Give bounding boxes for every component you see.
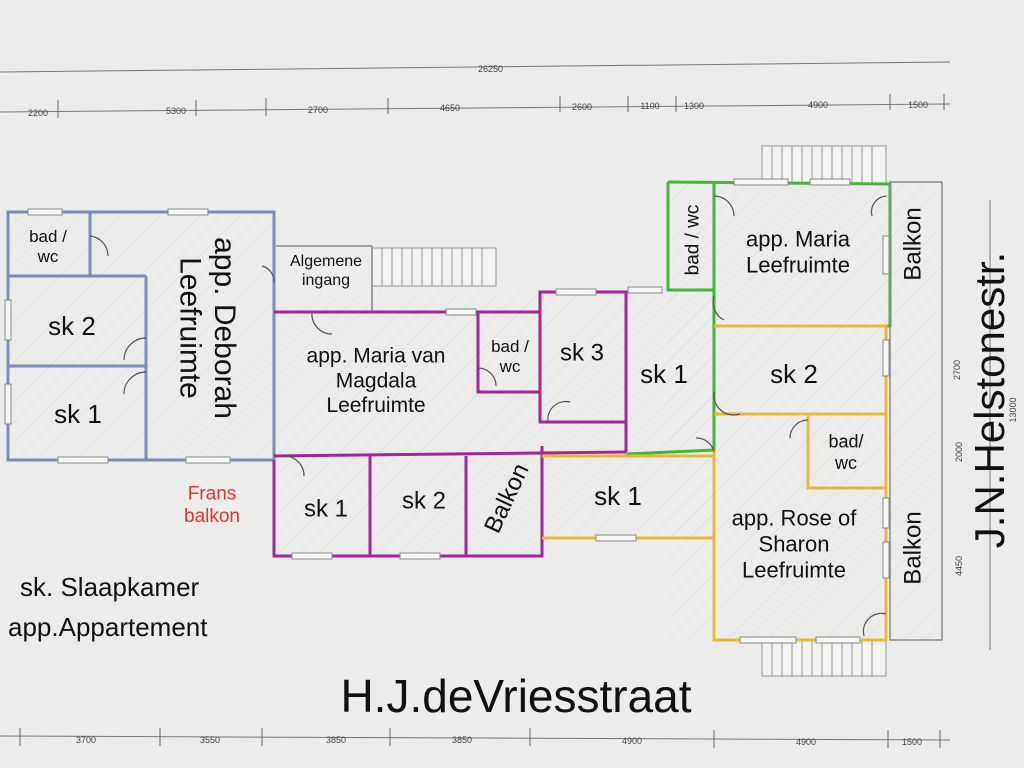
magdala-bedroom-2-label: sk 2 (402, 487, 446, 514)
right-dimension-labels: 2700 13000 2000 4450 (952, 360, 1018, 576)
top-ticks (57, 94, 945, 118)
maria-balcony-label: Balkon (899, 207, 926, 280)
top-dimension-6: 1300 (684, 101, 704, 111)
entrance-walls (274, 245, 373, 312)
deborah-bath-label: bad /wc (29, 227, 67, 266)
legend-bedroom: sk. Slaapkamer (20, 572, 200, 602)
right-dimension-0: 2700 (952, 360, 962, 380)
street-name-bottom: H.J.deVriesstraat (340, 670, 691, 722)
rose-bath-label: bad/wc (828, 432, 863, 473)
bottom-dimension-1: 3550 (200, 735, 220, 745)
rose-bedroom-2-label: sk 2 (770, 359, 818, 389)
bottom-dimension-labels: 3700 3550 3850 3850 4900 4900 1500 (76, 735, 922, 747)
right-dimension-1: 13000 (1008, 397, 1018, 422)
bottom-stairs (761, 639, 887, 677)
right-balcony-frame (889, 181, 943, 641)
bottom-dimension-0: 3700 (76, 735, 96, 745)
top-dimension-7: 4900 (808, 100, 828, 110)
deborah-bedroom-2-label: sk 2 (48, 311, 96, 341)
entrance-stairs (371, 247, 497, 287)
magdala-bedroom-3-label: sk 3 (560, 339, 604, 366)
top-dimension-0: 2200 (28, 108, 48, 118)
magdala-bath-label: bad /wc (491, 337, 529, 376)
bottom-ticks (19, 728, 941, 748)
top-dimension-8: 1500 (908, 100, 928, 110)
room-labels: bad /wc sk 2 sk 1 app. DeborahLeefruimte Alg… (29, 205, 926, 585)
right-dimension-2: 2000 (954, 442, 964, 462)
street-name-right: J.N.Helstonestr. (966, 252, 1013, 548)
maria-bedroom-1-label: sk 1 (640, 359, 688, 389)
deborah-bedroom-1-label: sk 1 (54, 399, 102, 429)
legend-apartment: app.Appartement (8, 612, 208, 642)
unit-deborah-walls (6, 210, 276, 462)
maria-bath-label: bad / wc (683, 205, 704, 276)
top-dimensions (0, 61, 991, 741)
top-stairs (761, 145, 887, 185)
bottom-dimension-6: 1500 (902, 737, 922, 747)
top-dimension-5: 1100 (640, 101, 659, 111)
top-dimension-3: 4650 (440, 103, 460, 113)
right-dimension-3: 4450 (954, 556, 964, 576)
building-footprint (8, 182, 942, 640)
bottom-dimension-2: 3850 (326, 735, 346, 745)
bottom-dimension-3: 3850 (452, 735, 472, 745)
windows (4, 178, 890, 644)
door-swings (89, 195, 887, 637)
top-dimension-labels: 2200 5300 2700 4650 2600 1100 1300 4900 1500 (28, 100, 928, 118)
top-dimension-4: 2600 (572, 102, 592, 112)
rose-bedroom-1-label: sk 1 (594, 481, 642, 511)
top-dimension-2: 2700 (308, 105, 328, 115)
bottom-dimension-4: 4900 (622, 736, 642, 746)
top-dimension-1: 5300 (166, 106, 186, 116)
rose-balcony-label: Balkon (899, 511, 926, 584)
magdala-bedroom-1-label: sk 1 (304, 495, 348, 522)
bottom-dimension-5: 4900 (796, 737, 816, 747)
deborah-living-label: app. DeborahLeefruimte (173, 237, 241, 419)
dimension-total: 26250 (478, 64, 503, 74)
